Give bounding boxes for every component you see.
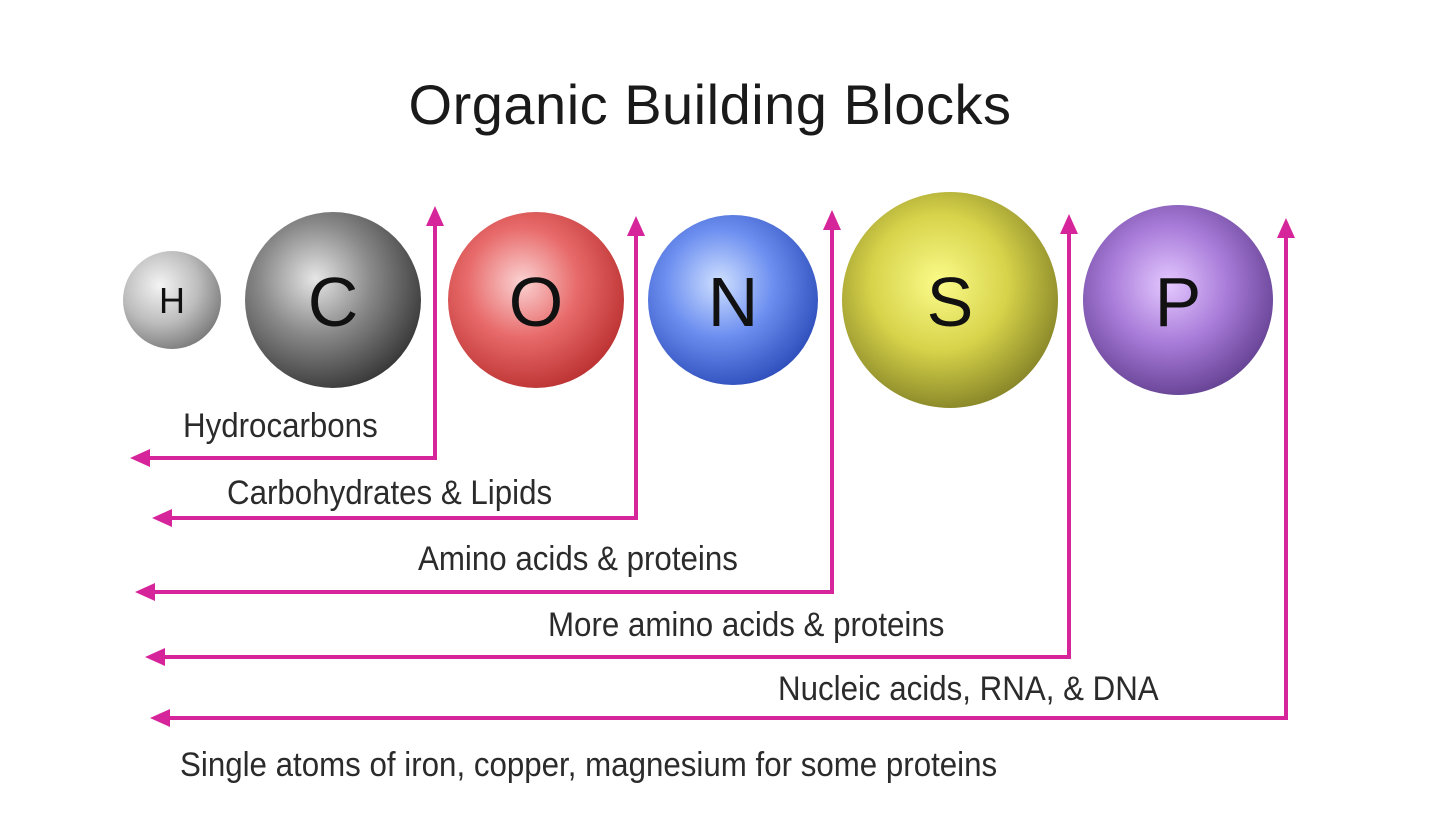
- label-hydrocarbons: Hydrocarbons: [183, 407, 378, 445]
- nitrogen-atom-icon: [648, 215, 818, 385]
- arrowhead-left-icon: [135, 583, 155, 601]
- atom-c: C: [245, 212, 421, 388]
- carbon-atom-icon: [245, 212, 421, 388]
- arrow-hydrocarbons: [140, 220, 437, 460]
- atom-symbol-s: S: [927, 263, 974, 341]
- phosphorus-atom-icon: [1083, 205, 1273, 395]
- arrow-amino: [145, 224, 834, 594]
- sulfur-atom-icon: [842, 192, 1058, 408]
- atom-symbol-n: N: [708, 263, 759, 341]
- atom-s: S: [842, 192, 1058, 408]
- arrowhead-left-icon: [145, 648, 165, 666]
- atom-p: P: [1083, 205, 1273, 395]
- oxygen-atom-icon: [448, 212, 624, 388]
- atom-h: H: [123, 251, 221, 349]
- label-single-atoms: Single atoms of iron, copper, magnesium …: [180, 746, 998, 784]
- arrowhead-up-icon: [1060, 214, 1078, 234]
- atom-o: O: [448, 212, 624, 388]
- atom-symbol-o: O: [509, 263, 563, 341]
- atom-n: N: [648, 215, 818, 385]
- arrowhead-left-icon: [130, 449, 150, 467]
- arrowhead-up-icon: [426, 206, 444, 226]
- arrowhead-left-icon: [152, 509, 172, 527]
- arrow-nucleic: [160, 232, 1288, 720]
- arrowhead-up-icon: [1277, 218, 1295, 238]
- arrowhead-left-icon: [150, 709, 170, 727]
- arrow-carbs-lipids: [162, 230, 638, 520]
- hydrogen-atom-icon: [123, 251, 221, 349]
- arrowhead-up-icon: [823, 210, 841, 230]
- atom-symbol-c: C: [308, 263, 359, 341]
- label-carbs-lipids: Carbohydrates & Lipids: [227, 474, 553, 512]
- atom-symbol-h: H: [159, 280, 185, 321]
- label-more-amino-acids: More amino acids & proteins: [548, 606, 945, 644]
- label-nucleic-acids: Nucleic acids, RNA, & DNA: [778, 670, 1159, 708]
- atom-symbol-p: P: [1155, 263, 1202, 341]
- label-amino-acids: Amino acids & proteins: [418, 540, 738, 578]
- diagram-title: Organic Building Blocks: [408, 73, 1012, 136]
- arrowhead-up-icon: [627, 216, 645, 236]
- arrow-more-amino: [155, 228, 1071, 659]
